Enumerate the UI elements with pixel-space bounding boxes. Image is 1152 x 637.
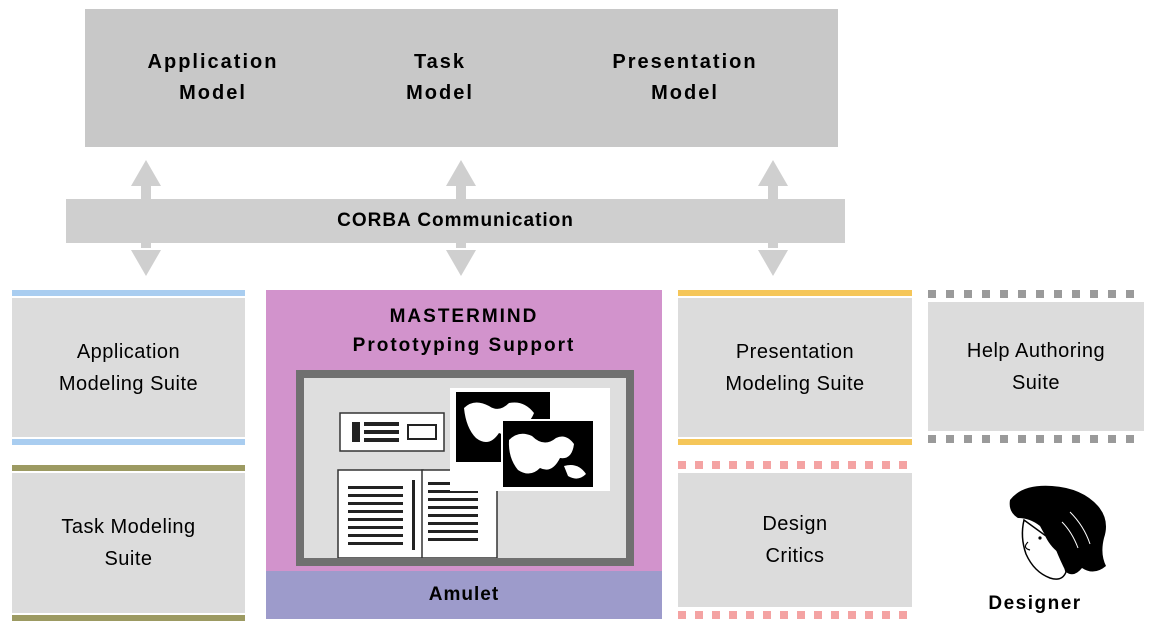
connector-arrows (131, 160, 788, 276)
prototype-windows-icon (337, 388, 610, 559)
corba-communication-bar: CORBA Communication (66, 199, 845, 243)
models-block: Application Model Task Model Presentatio… (85, 9, 838, 147)
application-suite-top-bar (12, 290, 245, 296)
designer-icon (1009, 485, 1106, 580)
design-critics-label: Design Critics (678, 473, 912, 607)
help-suite-top-bar (928, 290, 1144, 298)
application-modeling-suite-label: Application Modeling Suite (12, 298, 245, 437)
mastermind-title: MASTERMIND Prototyping Support (352, 306, 576, 356)
task-modeling-suite: Task Modeling Suite (12, 465, 245, 621)
presentation-modeling-suite-label: Presentation Modeling Suite (678, 298, 912, 437)
prototype-screen-illustration (296, 370, 634, 566)
design-critics: Design Critics (678, 461, 912, 619)
amulet-block: Amulet (266, 571, 662, 619)
critics-top-bar (678, 461, 912, 469)
application-modeling-suite: Application Modeling Suite (12, 290, 245, 445)
task-modeling-suite-label: Task Modeling Suite (12, 473, 245, 613)
critics-bottom-bar (678, 611, 912, 619)
presentation-modeling-suite: Presentation Modeling Suite (678, 290, 912, 445)
task-model-label: Task Model (406, 51, 474, 104)
presentation-suite-bottom-bar (678, 439, 912, 445)
designer-label: Designer (988, 593, 1082, 614)
application-model-label: Application Model (147, 51, 279, 104)
task-suite-top-bar (12, 465, 245, 471)
presentation-suite-top-bar (678, 290, 912, 296)
help-authoring-suite-label: Help Authoring Suite (928, 302, 1144, 431)
application-suite-bottom-bar (12, 439, 245, 445)
task-suite-bottom-bar (12, 615, 245, 621)
help-suite-bottom-bar (928, 435, 1144, 443)
presentation-model-label: Presentation Model (612, 51, 758, 104)
help-authoring-suite: Help Authoring Suite (928, 290, 1144, 443)
